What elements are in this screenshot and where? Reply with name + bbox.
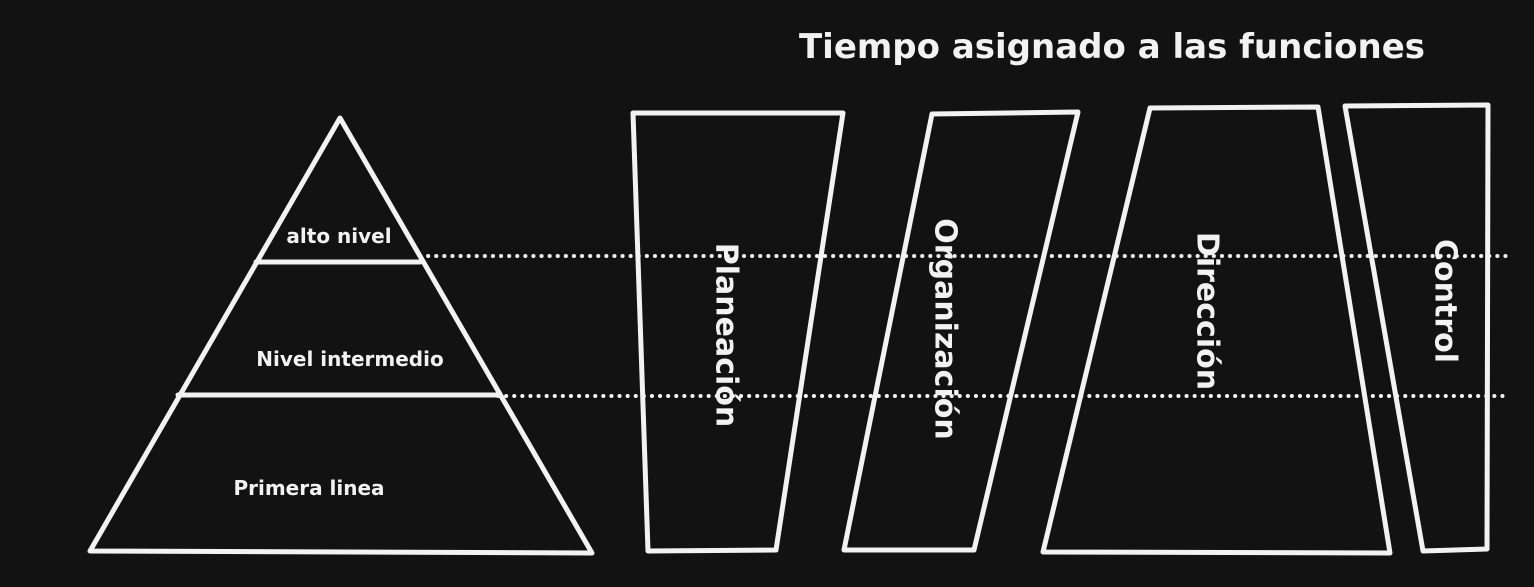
function-shape-organizacion — [841, 109, 1081, 553]
function-shape-control — [1342, 102, 1491, 554]
function-label-organizacion: Organización — [928, 218, 963, 439]
pyramid-level-bottom-label: Primera linea — [233, 476, 384, 500]
function-organizacion: Organización — [841, 109, 1081, 553]
function-label-control: Control — [1428, 239, 1463, 363]
pyramid: alto nivel Nivel intermedio Primera line… — [87, 115, 595, 556]
function-shape-direccion — [1040, 104, 1393, 556]
function-direccion: Dirección — [1040, 104, 1393, 556]
function-control: Control — [1342, 102, 1491, 554]
diagram-title: Tiempo asignado a las funciones — [799, 27, 1425, 67]
function-label-direccion: Dirección — [1190, 232, 1225, 390]
pyramid-outline — [87, 115, 595, 556]
function-label-planeacion: Planeación — [709, 243, 744, 428]
pyramid-level-top-label: alto nivel — [286, 224, 391, 248]
function-shape-planeacion — [630, 110, 846, 554]
pyramid-level-middle-label: Nivel intermedio — [256, 347, 443, 371]
function-planeacion: Planeación — [630, 110, 846, 554]
